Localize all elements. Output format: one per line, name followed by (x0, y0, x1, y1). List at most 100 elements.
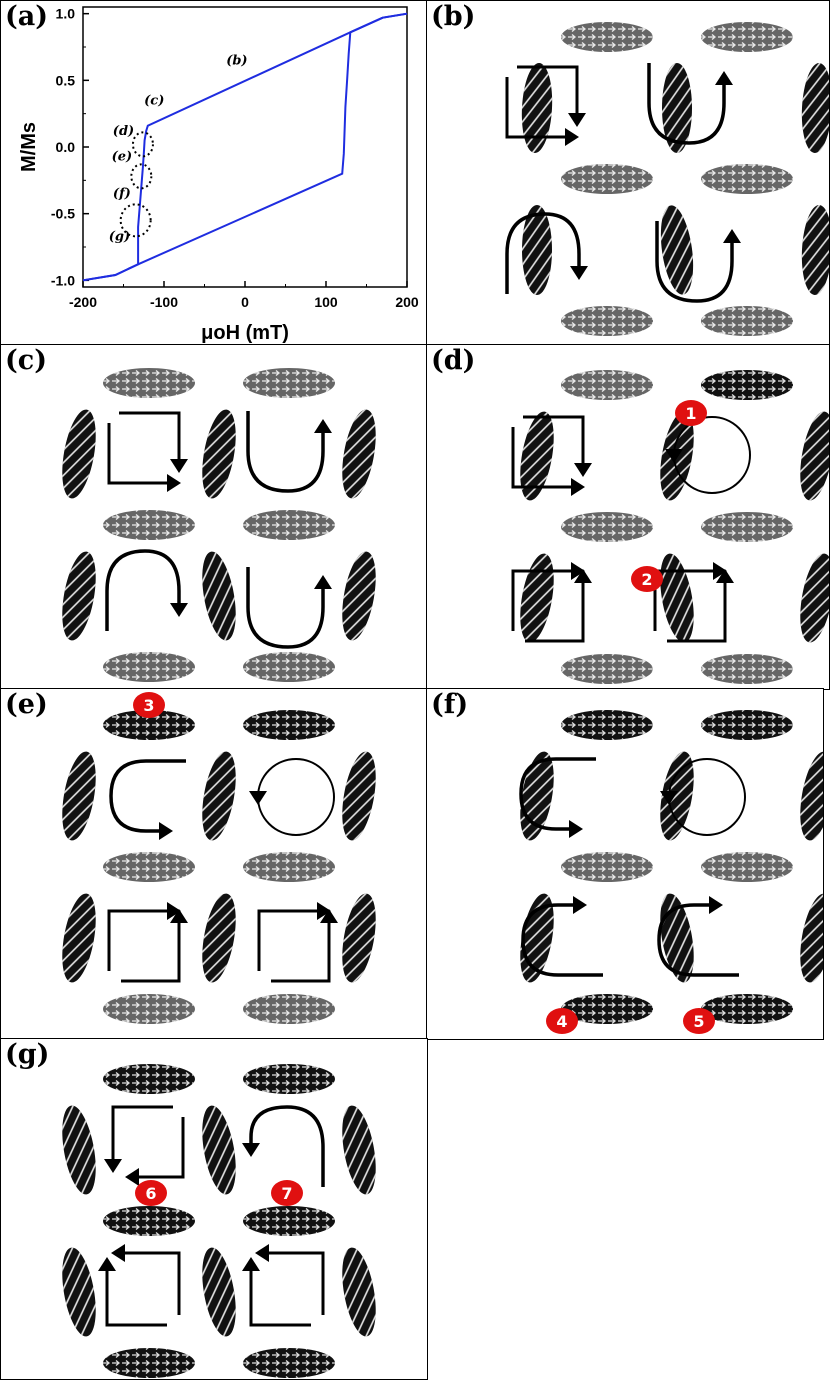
horizontal-magnet (701, 22, 793, 52)
flux-arrow (249, 1271, 311, 1327)
arrow-head (255, 1244, 269, 1262)
arrow-head (574, 569, 592, 583)
vertical-magnet (342, 551, 376, 641)
arrow-head (571, 478, 585, 496)
horizontal-magnet (103, 652, 195, 682)
dotted-circle (119, 203, 152, 238)
arrow-head (111, 1244, 125, 1262)
vertical-magnet (800, 751, 823, 841)
badge: 7 (271, 1180, 303, 1206)
horizontal-magnet (103, 852, 195, 882)
horizontal-magnet (103, 510, 195, 540)
flux-arrow (523, 415, 585, 465)
arrow-head (159, 822, 173, 840)
y-tick-label: 0.5 (56, 72, 76, 88)
panel-b: (b) (426, 0, 830, 346)
horizontal-magnet (103, 1206, 195, 1236)
horizontal-magnet (243, 1206, 335, 1236)
vertical-magnet (202, 409, 236, 499)
panel-f-label: (f) (431, 689, 469, 720)
arrow-head (104, 1159, 122, 1173)
flux-arrow (519, 757, 596, 831)
horizontal-magnet (561, 512, 653, 542)
panel-d-label: (d) (431, 345, 476, 376)
horizontal-magnet (561, 164, 653, 194)
curve-ascending-branch (82, 12, 408, 282)
horizontal-magnet (561, 710, 653, 740)
arrow-head (249, 791, 267, 805)
panel-c: (c) (0, 344, 428, 690)
badge: 1 (675, 400, 707, 426)
arrow-head (569, 820, 583, 838)
horizontal-magnet (243, 510, 335, 540)
horizontal-magnet (561, 306, 653, 336)
plot-frame (82, 6, 408, 288)
x-axis-label: μoH (mT) (201, 322, 289, 344)
arrow-head (570, 266, 588, 280)
badge: 5 (683, 1008, 715, 1034)
panel-a-label: (a) (5, 1, 49, 32)
flux-arrow (525, 583, 585, 643)
horizontal-magnet (561, 994, 653, 1024)
flux-arrow (119, 411, 181, 461)
badge-number: 1 (685, 404, 696, 423)
arrow-head (167, 474, 181, 492)
horizontal-magnet (701, 654, 793, 684)
flux-arrow (249, 1105, 325, 1187)
flux-arrow (257, 909, 317, 971)
arrow-head (170, 909, 188, 923)
badge: 4 (546, 1008, 578, 1034)
flux-arrow (105, 1271, 167, 1327)
horizontal-magnet (243, 852, 335, 882)
flux-arrow (269, 1251, 325, 1315)
point-annotation: (b) (226, 53, 247, 68)
arrow-head (713, 562, 727, 580)
x-tick-label: 200 (395, 294, 419, 310)
arrow-head (314, 419, 332, 433)
vertical-magnet (62, 551, 96, 641)
arrow-head (242, 1143, 260, 1157)
horizontal-magnet (561, 370, 653, 400)
horizontal-magnet (243, 994, 335, 1024)
flux-arrow (125, 1251, 181, 1315)
vertical-magnet (660, 205, 694, 295)
horizontal-magnet (103, 368, 195, 398)
flux-arrow (246, 411, 325, 493)
x-tick-label: -100 (150, 294, 178, 310)
panel-f: (f) 4 5 (426, 688, 824, 1040)
panel-e-label: (e) (5, 689, 48, 720)
flux-arrow (111, 1105, 173, 1159)
y-axis-label: M/Ms (18, 122, 40, 172)
vertical-magnet (202, 893, 236, 983)
flux-arrow (521, 903, 603, 977)
horizontal-magnet (103, 1348, 195, 1378)
flux-arrow (139, 1117, 185, 1179)
arrow-head (314, 575, 332, 589)
vertical-magnet (662, 63, 692, 153)
vertical-magnet (202, 1247, 236, 1337)
flux-arrow (246, 567, 325, 649)
x-tick-label: 0 (241, 294, 249, 310)
horizontal-magnet (701, 512, 793, 542)
panel-e: (e) 3 (0, 688, 428, 1040)
arrow-head (571, 562, 585, 580)
badge: 6 (135, 1180, 167, 1206)
flux-arrow (511, 569, 571, 631)
vertical-magnet (660, 553, 694, 643)
badge-number: 7 (281, 1184, 292, 1203)
flux-arrow (667, 583, 727, 643)
badge: 2 (631, 566, 663, 592)
vertical-magnet (800, 553, 829, 643)
horizontal-magnet (701, 852, 793, 882)
panel-d-diagram: 12 (511, 370, 829, 684)
point-annotation: (f) (113, 187, 131, 202)
vertical-magnet (801, 63, 829, 153)
arrow-head (665, 449, 683, 463)
flux-arrow (655, 221, 734, 303)
y-tick-label: -0.5 (51, 206, 75, 222)
arrow-head (565, 128, 579, 146)
vertical-magnet (202, 751, 236, 841)
